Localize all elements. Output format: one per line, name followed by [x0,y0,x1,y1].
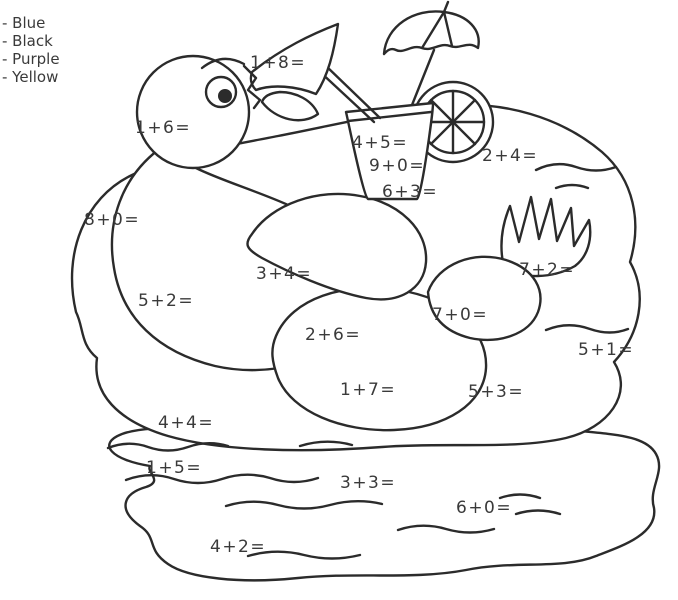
color-legend: - Blue- Black- Purple- Yellow [2,14,60,86]
glass-rim [346,110,433,123]
legend-item: - Black [2,32,53,50]
water-squiggle [554,183,590,190]
citrus-slice-segments [420,89,486,155]
legend-item: - Blue [2,14,46,32]
umbrella-rib [442,10,454,48]
wing-feathers [500,195,592,278]
water-ripples [106,440,562,560]
duck-pupil [218,89,232,103]
water-squiggle [544,324,630,334]
duck-beak-lower [260,90,320,122]
duck-eyebrow [200,57,246,70]
duck-beak-upper [249,22,340,96]
beak-zigzag [242,64,262,110]
duck-head [135,54,251,170]
straw [323,63,382,120]
umbrella-tip [442,0,450,14]
duck-arm [246,192,428,301]
water-squiggle [534,162,618,172]
duck-flipper [426,255,542,342]
legend-item: - Yellow [2,68,59,86]
umbrella-rib [420,10,446,50]
cocktail-glass [344,101,435,201]
legend-item: - Purple [2,50,60,68]
straw [316,68,376,124]
